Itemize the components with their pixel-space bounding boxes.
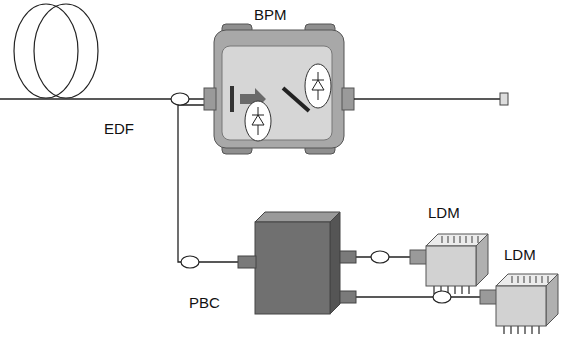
part-label: BPM	[254, 6, 288, 24]
fiber-coil	[14, 4, 78, 98]
splice	[371, 251, 389, 263]
device-node: PBC	[255, 222, 340, 314]
ldm-package	[480, 274, 558, 334]
fiber-connector	[340, 296, 480, 297]
fiber-coil	[34, 4, 98, 98]
splice	[181, 256, 199, 268]
part-label: PBC	[189, 294, 221, 312]
fiber-line	[0, 98, 103, 99]
pbc-device	[238, 212, 356, 314]
splice	[433, 291, 451, 303]
ldm-package	[410, 234, 488, 294]
device-node: LDM	[480, 268, 560, 334]
part-label: LDM	[428, 204, 461, 222]
device-node: BPM	[214, 30, 344, 148]
fiber-end	[500, 93, 508, 105]
part-label: LDM	[504, 246, 537, 264]
bpm-device	[204, 24, 354, 154]
fiber-connector	[103, 98, 214, 99]
part-label: EDF	[104, 120, 135, 138]
splice	[171, 93, 189, 105]
fiber-coil-node: EDF	[12, 2, 103, 100]
fiber-line	[354, 98, 500, 99]
device-node: LDM	[410, 228, 488, 294]
